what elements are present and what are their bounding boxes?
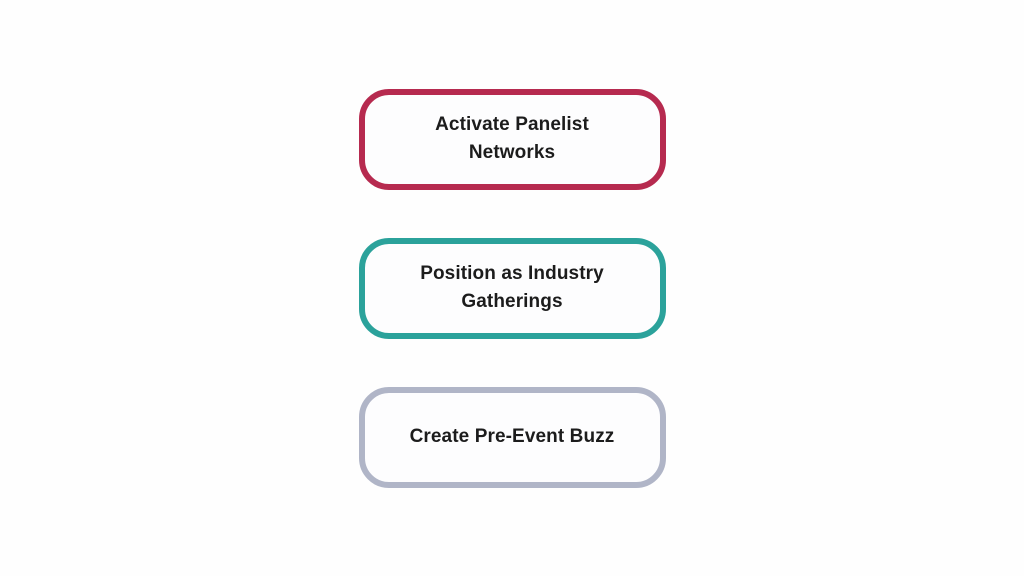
node-label: Position as Industry Gatherings — [420, 262, 604, 313]
node-position-as-industry-gatherings: Position as Industry Gatherings — [358, 237, 666, 339]
node-create-pre-event-buzz: Create Pre-Event Buzz — [358, 386, 666, 488]
node-label: Create Pre-Event Buzz — [409, 425, 615, 447]
node-label: Activate Panelist Networks — [435, 113, 589, 164]
node-activate-panelist-networks: Activate Panelist Networks — [358, 88, 666, 190]
